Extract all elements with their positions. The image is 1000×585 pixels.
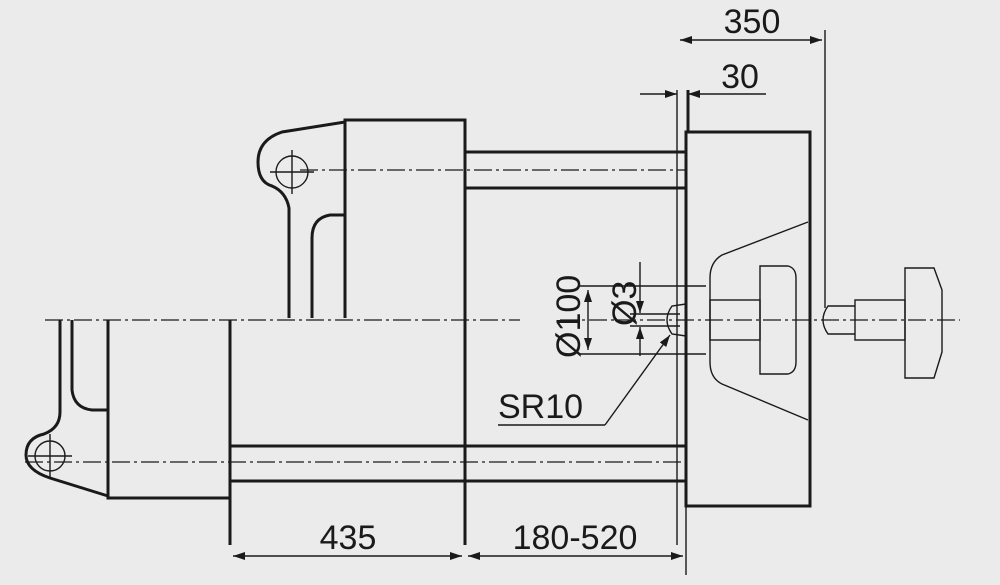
tie-bars <box>230 150 686 483</box>
dimension-label-180-520: 180-520 <box>513 519 638 557</box>
dimension-diameter-100: Ø100 <box>550 275 706 358</box>
leader-sr10: SR10 <box>498 334 671 426</box>
dimension-label-350: 350 <box>724 3 781 41</box>
dimension-label-30: 30 <box>721 58 759 96</box>
dimension-435: 435 <box>233 519 462 560</box>
ejector-knob <box>822 267 943 379</box>
centerlines <box>25 169 960 463</box>
dimension-label-diameter-3: Ø3 <box>606 281 644 326</box>
dimension-label-435: 435 <box>320 519 377 557</box>
dimension-30: 30 <box>640 58 766 98</box>
lower-hinge-bracket <box>24 320 109 498</box>
dimension-label-sr10: SR10 <box>498 388 583 426</box>
dimension-350: 350 <box>680 3 826 308</box>
dimension-180-520: 180-520 <box>468 506 687 575</box>
upper-hinge-bracket <box>256 120 346 318</box>
dimension-label-diameter-100: Ø100 <box>550 275 588 358</box>
moving-platen <box>666 90 812 545</box>
rear-block <box>106 118 467 545</box>
dimension-diameter-3: Ø3 <box>606 262 680 356</box>
